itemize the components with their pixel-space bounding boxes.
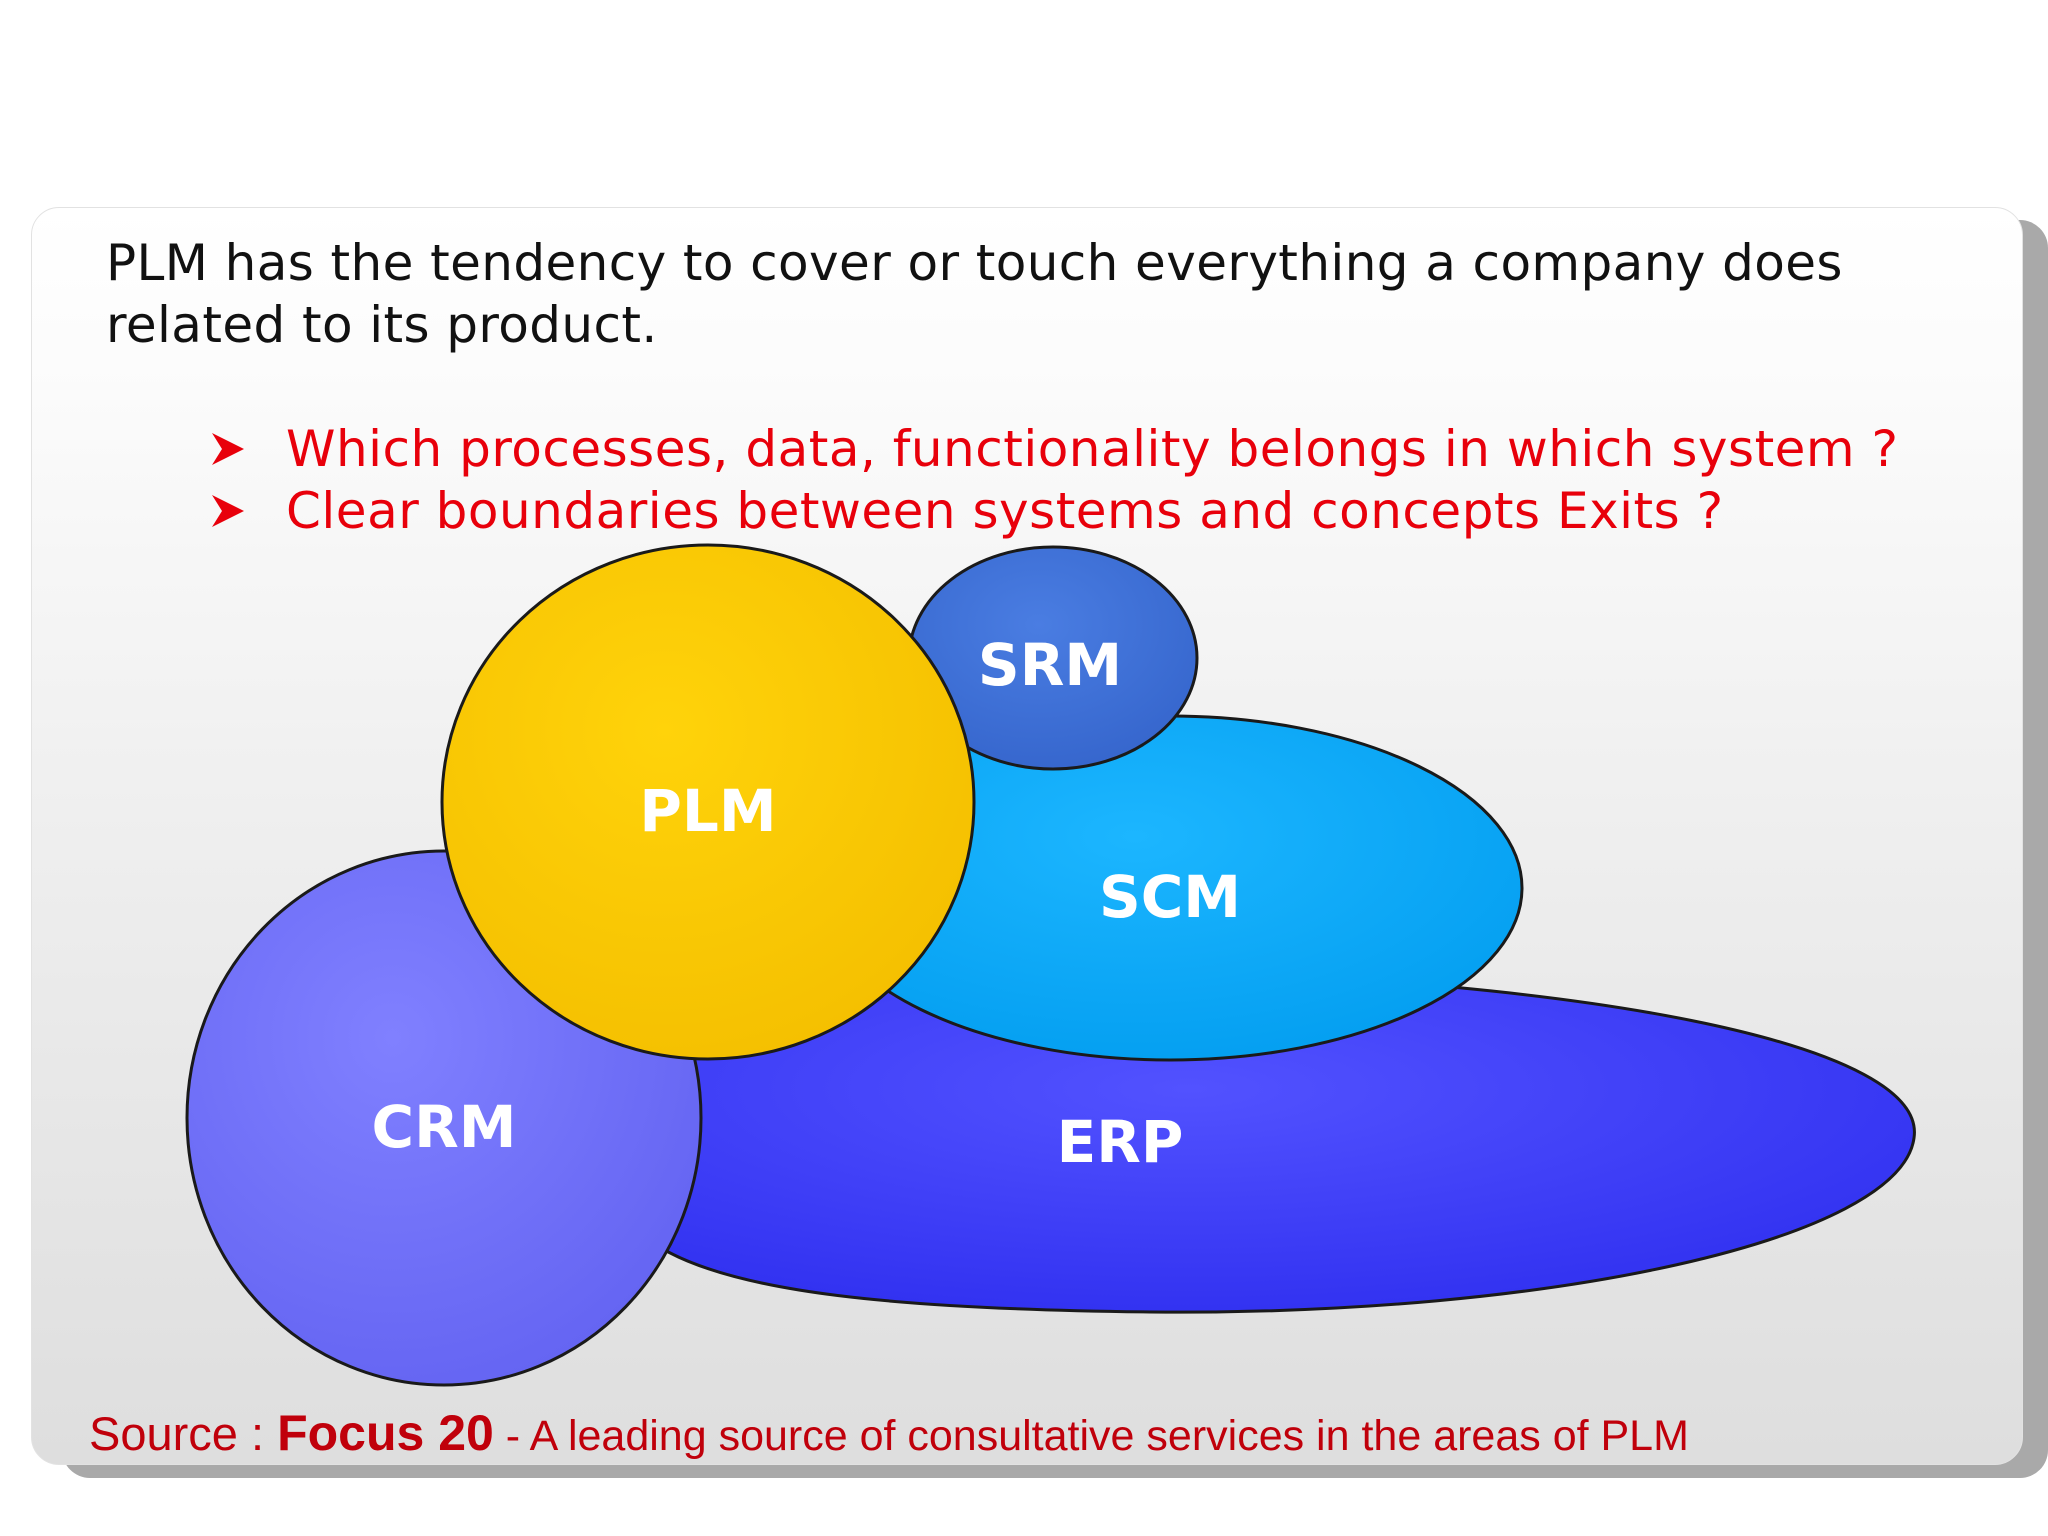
source-name: Focus 20 [277,1405,494,1461]
source-prefix: Source : [89,1407,278,1460]
intro-text: PLM has the tendency to cover or touch e… [106,234,1843,354]
scm-label: SCM [1099,863,1241,931]
question-text: Clear boundaries between systems and con… [286,482,1724,540]
question-item: Clear boundaries between systems and con… [210,480,1899,542]
source-citation: Source : Focus 20 - A leading source of … [89,1404,1689,1462]
question-list: Which processes, data, functionality bel… [210,418,1899,542]
question-text: Which processes, data, functionality bel… [286,420,1899,478]
crm-label: CRM [372,1093,517,1161]
srm-label: SRM [978,631,1122,699]
source-description: - A leading source of consultative servi… [493,1412,1689,1460]
plm-node: PLM [440,543,976,1061]
plm-label: PLM [639,777,776,845]
scm-node: SCM [816,714,1524,1062]
arrowhead-icon [212,433,244,465]
erp-label: ERP [1057,1108,1184,1176]
erp-node: ERP [594,967,1916,1314]
plm-circle [440,543,976,1061]
question-item: Which processes, data, functionality bel… [210,418,1899,480]
arrowhead-icon [212,495,244,527]
